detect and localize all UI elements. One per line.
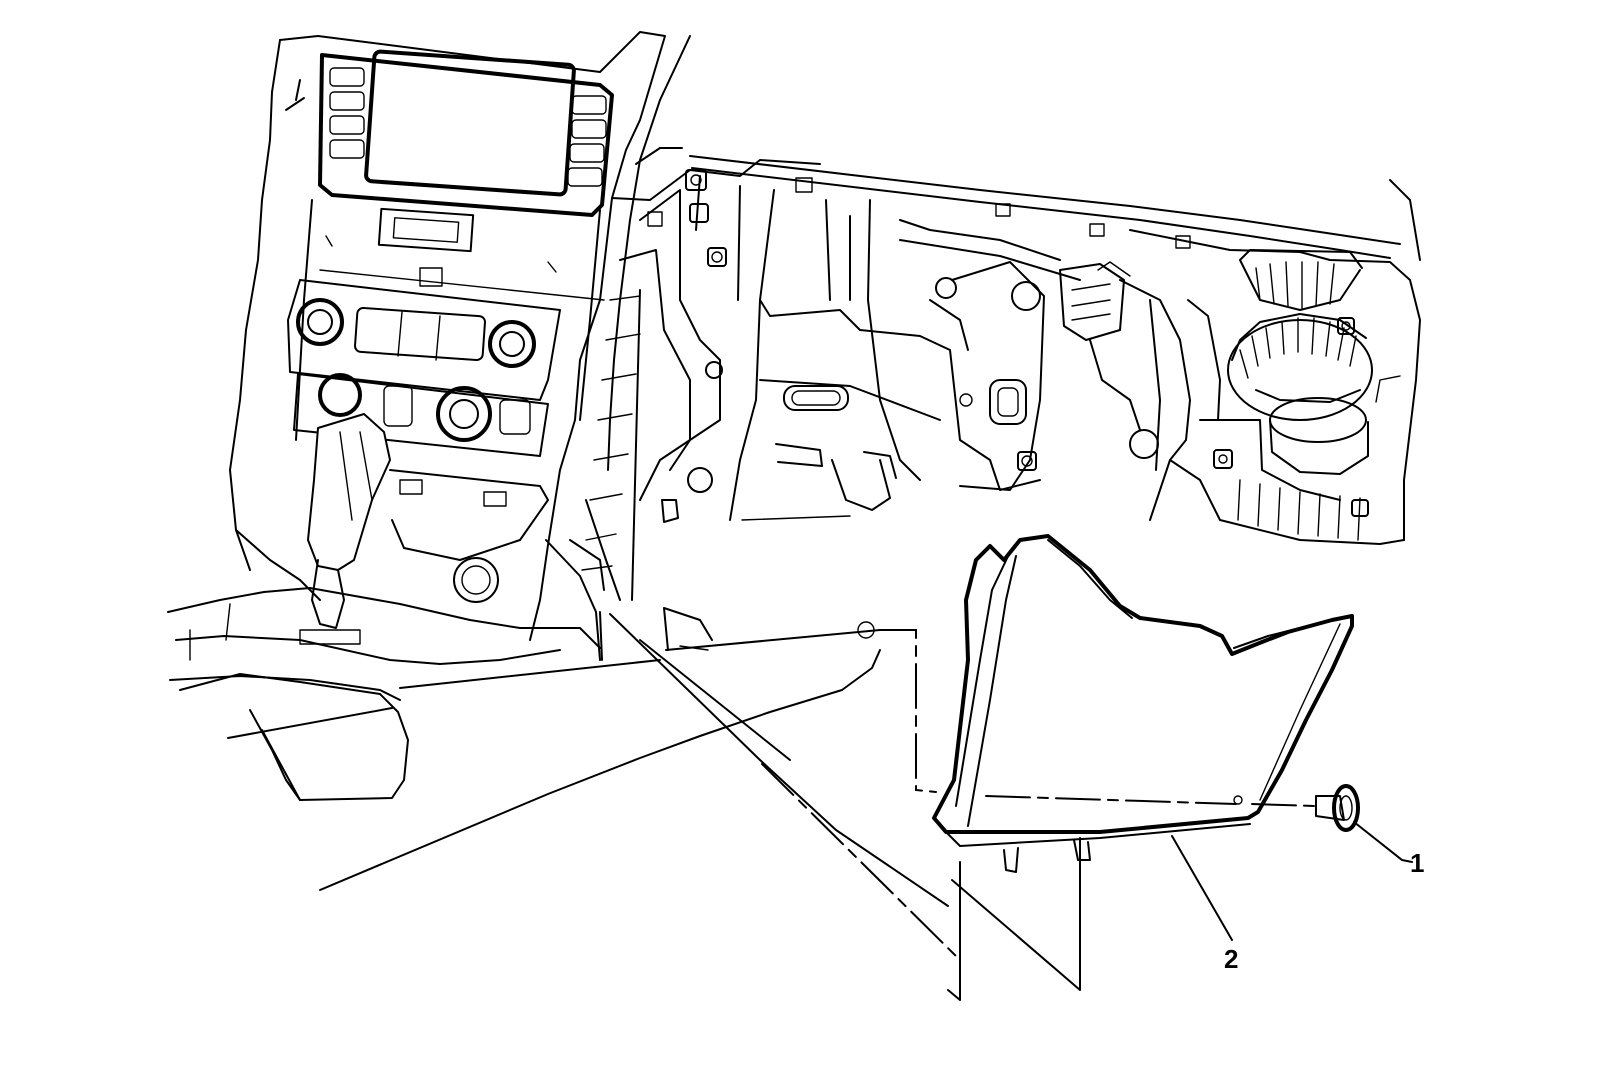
display-slot xyxy=(377,207,475,253)
beam-slot xyxy=(783,385,849,411)
leader-2 xyxy=(1171,835,1233,941)
callout-number-2: 2 xyxy=(1224,944,1238,974)
shift-lever xyxy=(307,413,391,571)
hvac-control-panel xyxy=(287,279,561,457)
leader-1 xyxy=(1353,821,1413,863)
callout-leaders xyxy=(1171,821,1413,941)
display-screen xyxy=(364,49,576,197)
knob-left-lower xyxy=(318,373,362,417)
display-buttons-right xyxy=(567,95,607,187)
cross-car-beam xyxy=(689,155,1401,511)
radio-bezel xyxy=(318,53,614,217)
power-outlet xyxy=(453,557,499,603)
center-stack xyxy=(229,31,666,641)
callout-number-1: 1 xyxy=(1410,848,1424,878)
knob-left-upper xyxy=(296,298,344,346)
assembly-lines xyxy=(857,621,1315,807)
floor-console xyxy=(167,413,601,801)
electrical-connector xyxy=(1059,263,1125,341)
knob-right-lower xyxy=(436,386,492,442)
blower-wheel xyxy=(1227,319,1373,421)
push-pin-retainer xyxy=(1315,784,1360,832)
floor-lines xyxy=(319,515,1081,1001)
support-brackets xyxy=(569,35,821,601)
bracket-opening xyxy=(989,379,1027,425)
knob-right-upper xyxy=(488,320,536,368)
instrument-panel-lower-trim-panel xyxy=(932,534,1354,873)
hvac-blower-module xyxy=(1119,179,1421,545)
display-buttons-left xyxy=(329,67,365,159)
